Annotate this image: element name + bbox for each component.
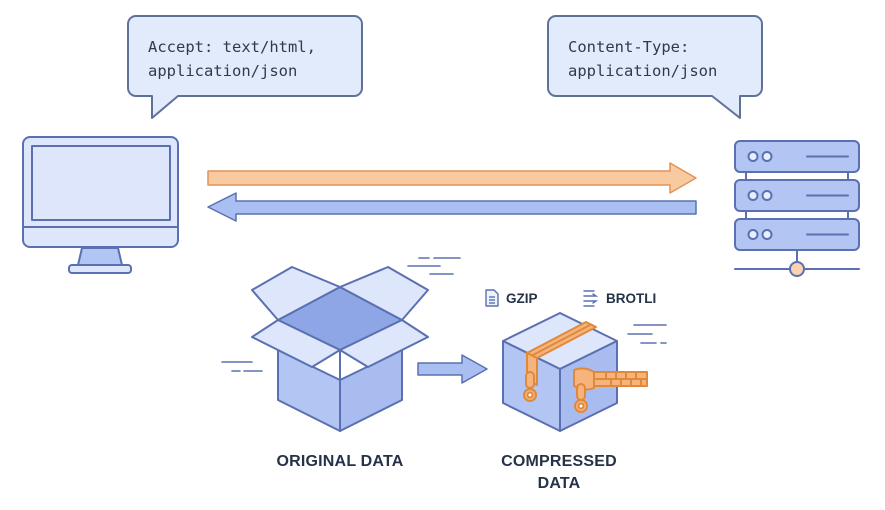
brotli-option: BROTLI [583,290,656,307]
server-unit-1 [734,140,860,173]
compressed-data-label-line2: DATA [538,475,581,492]
document-icon [485,289,499,307]
open-box-icon [251,266,429,432]
response-header-line1: Content-Type: [568,38,689,56]
request-header-line2: application/json [148,62,297,80]
gzip-label: GZIP [506,291,538,306]
server-unit-2 [734,179,860,212]
gzip-option: GZIP [485,289,538,307]
compress-arrow [417,354,488,384]
server-unit-3 [734,218,860,251]
response-header-bubble: Content-Type: application/json [547,15,763,119]
desktop-monitor-icon [22,136,179,274]
request-arrow [207,162,697,194]
motion-lines-icon [221,257,461,372]
zipper-icon [523,321,648,413]
request-header-bubble: Accept: text/html, application/json [127,15,363,119]
compressed-data-label-line1: COMPRESSED [501,453,617,470]
response-header-line2: application/json [568,62,717,80]
response-arrow [207,192,697,222]
server-rack-icon [734,140,860,277]
network-node [789,261,805,277]
motion-lines-icon [627,324,667,344]
compressed-box-icon [502,312,648,432]
original-data-label: ORIGINAL DATA [276,453,403,470]
request-header-line1: Accept: text/html, [148,38,316,56]
stream-lines-icon [583,290,599,307]
brotli-label: BROTLI [606,291,656,306]
